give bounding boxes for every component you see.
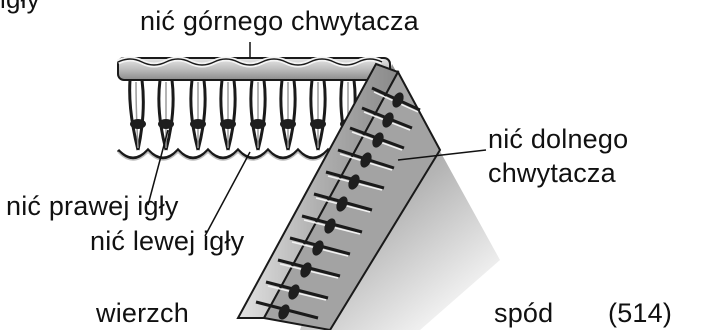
lower-looper-thread-label-line2: chwytacza (488, 160, 616, 187)
figure-number-label: (514) (608, 300, 672, 327)
vertical-loops (130, 80, 355, 150)
back-side-label: spód (494, 300, 553, 327)
needle-label-fragment: igły (0, 0, 40, 12)
right-needle-thread-label: nić prawej igły (6, 193, 179, 220)
upper-looper-thread-label: nić górnego chwytacza (140, 8, 419, 35)
face-side-label: wierzch (96, 300, 189, 327)
left-needle-thread-label: nić lewej igły (90, 228, 244, 255)
lower-looper-thread-label-line1: nić dolnego (488, 126, 628, 153)
